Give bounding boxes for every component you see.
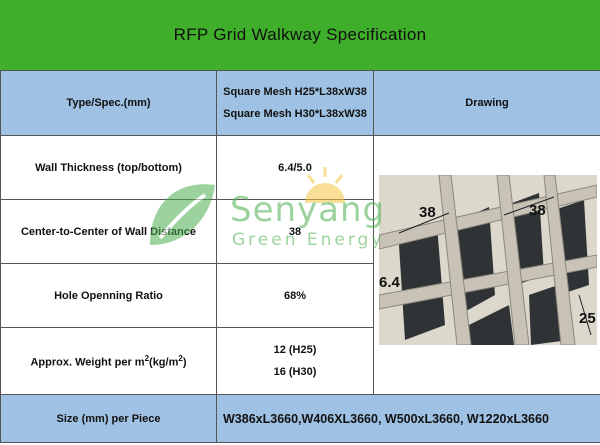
weight-value-1: 12 (H25) xyxy=(273,344,317,356)
page-title: RFP Grid Walkway Specification xyxy=(0,0,600,71)
dim-right: 25 xyxy=(579,310,596,327)
dim-top-right: 38 xyxy=(529,202,546,219)
weight-value-2: 16 (H30) xyxy=(273,366,317,378)
weight-label: Approx. Weight per m2(kg/m2) xyxy=(0,327,217,395)
row-label: Wall Thickness (top/bottom) xyxy=(0,135,217,200)
weight-value: 12 (H25) 16 (H30) xyxy=(216,327,374,395)
size-value: W386xL3660,W406XL3660, W500xL3660, W1220… xyxy=(216,394,600,443)
table-header-row: Type/Spec.(mm) Square Mesh H25*L38xW38 S… xyxy=(0,70,600,136)
spec-table: Type/Spec.(mm) Square Mesh H25*L38xW38 S… xyxy=(0,70,600,443)
spec-line-2: Square Mesh H30*L38xW38 xyxy=(223,108,367,120)
table-row: Approx. Weight per m2(kg/m2) 12 (H25) 16… xyxy=(0,327,600,395)
row-value: 6.4/5.0 xyxy=(216,135,374,200)
dim-top-left: 38 xyxy=(419,204,436,221)
spec-header: Square Mesh H25*L38xW38 Square Mesh H30*… xyxy=(216,70,374,136)
table-row: Hole Openning Ratio 68% xyxy=(0,263,600,328)
grid-drawing: 38 38 6.4 25 xyxy=(379,175,597,345)
row-label: Center-to-Center of Wall Distance xyxy=(0,199,217,264)
table-row: Wall Thickness (top/bottom) 6.4/5.0 xyxy=(0,135,600,395)
drawing-header: Drawing xyxy=(373,70,600,136)
drawing-cell: 38 38 6.4 25 xyxy=(373,135,600,395)
spec-line-1: Square Mesh H25*L38xW38 xyxy=(223,86,367,98)
table-row: Size (mm) per Piece W386xL3660,W406XL366… xyxy=(0,394,600,443)
row-value: 38 xyxy=(216,199,374,264)
row-value: 68% xyxy=(216,263,374,328)
size-label: Size (mm) per Piece xyxy=(0,394,217,443)
type-spec-header: Type/Spec.(mm) xyxy=(0,70,217,136)
row-label: Hole Openning Ratio xyxy=(0,263,217,328)
dim-left: 6.4 xyxy=(379,274,401,291)
